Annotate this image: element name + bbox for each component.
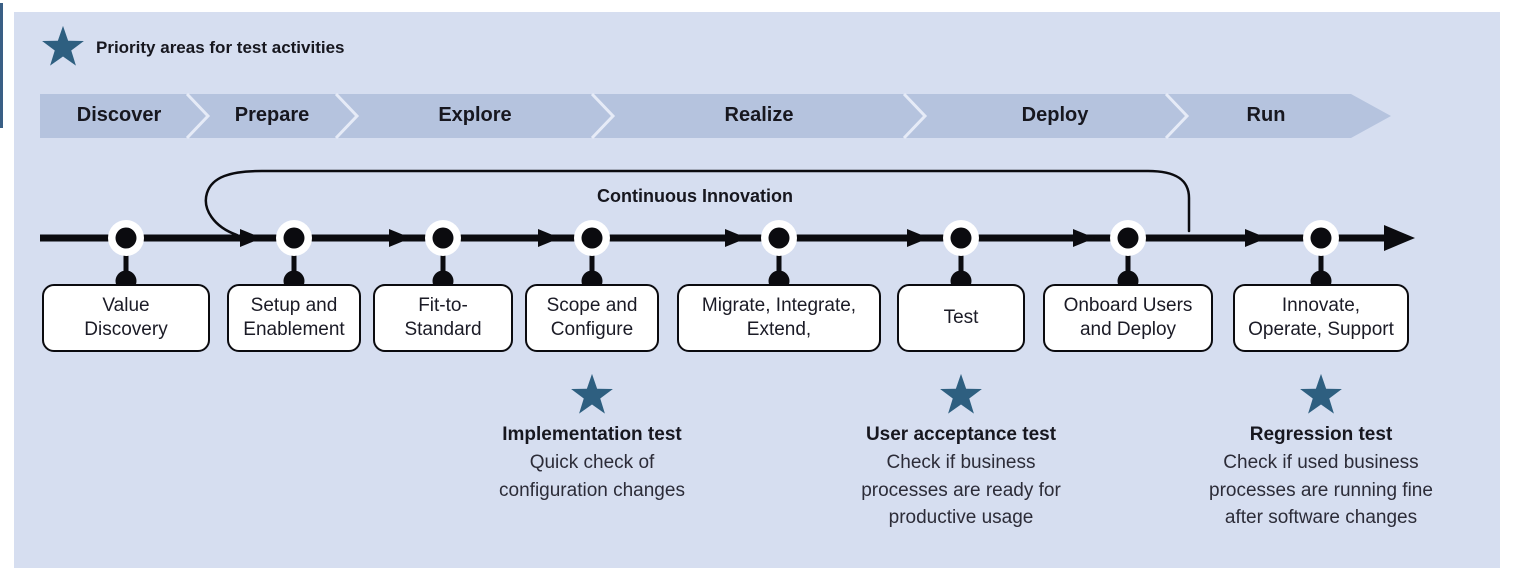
phase-deploy: Deploy <box>1021 104 1089 126</box>
continuous-innovation-loop <box>204 169 1191 237</box>
phase-bar <box>40 93 1391 139</box>
milestone-box-fit-to-standard: Fit-to- Standard <box>373 284 513 352</box>
phase-explore: Explore <box>438 104 512 126</box>
milestone-box-value-discovery: Value Discovery <box>42 284 210 352</box>
milestone-box-scope-configure: Scope and Configure <box>525 284 659 352</box>
phase-separator <box>1164 93 1190 139</box>
rail-arrow-icon <box>240 229 262 247</box>
star-icon <box>940 373 982 414</box>
continuous-innovation-label: Continuous Innovation <box>597 186 793 206</box>
annotation-description: Quick check of configuration changes <box>499 452 685 501</box>
annotation-title: User acceptance test <box>865 424 1057 445</box>
milestone-box-onboard-deploy: Onboard Users and Deploy <box>1043 284 1213 352</box>
annotation-user-acceptance-test: User acceptance test Check if business p… <box>796 424 1126 532</box>
phase-realize: Realize <box>724 104 794 126</box>
phase-separator <box>590 93 616 139</box>
rail-arrow-icon <box>907 229 929 247</box>
milestone-box-migrate-integrate-extend: Migrate, Integrate, Extend, <box>677 284 881 352</box>
legend: Priority areas for test activities <box>40 24 345 68</box>
star-icon <box>1300 373 1342 414</box>
star-icon <box>42 25 84 66</box>
annotation-regression-test: Regression test Check if used business p… <box>1156 424 1486 532</box>
rail-arrow-icon <box>1245 229 1267 247</box>
phase-prepare: Prepare <box>234 104 310 126</box>
annotation-implementation-test: Implementation test Quick check of confi… <box>442 424 742 504</box>
phase-run: Run <box>1246 104 1286 126</box>
legend-label: Priority areas for test activities <box>96 38 345 57</box>
rail-arrow-icon <box>725 229 747 247</box>
annotation-title: Implementation test <box>502 424 682 445</box>
left-edge-mark <box>0 3 3 128</box>
phase-separator <box>902 93 928 139</box>
milestone-nodes <box>108 220 1339 292</box>
star-icon <box>571 373 613 414</box>
milestone-box-innovate-operate-support: Innovate, Operate, Support <box>1233 284 1409 352</box>
annotation-title: Regression test <box>1249 424 1393 445</box>
milestone-box-test: Test <box>897 284 1025 352</box>
rail-arrow-icon <box>1073 229 1095 247</box>
rail-arrow-icon <box>389 229 411 247</box>
annotation-description: Check if used business processes are run… <box>1209 452 1433 529</box>
phase-separator <box>334 93 360 139</box>
milestone-box-setup-enablement: Setup and Enablement <box>227 284 361 352</box>
phase-discover: Discover <box>76 104 162 126</box>
timeline-end-arrow-icon <box>1384 225 1415 251</box>
phase-band <box>40 94 1391 138</box>
annotation-description: Check if business processes are ready fo… <box>861 452 1061 529</box>
rail-arrow-icon <box>538 229 560 247</box>
phase-separator <box>185 93 211 139</box>
